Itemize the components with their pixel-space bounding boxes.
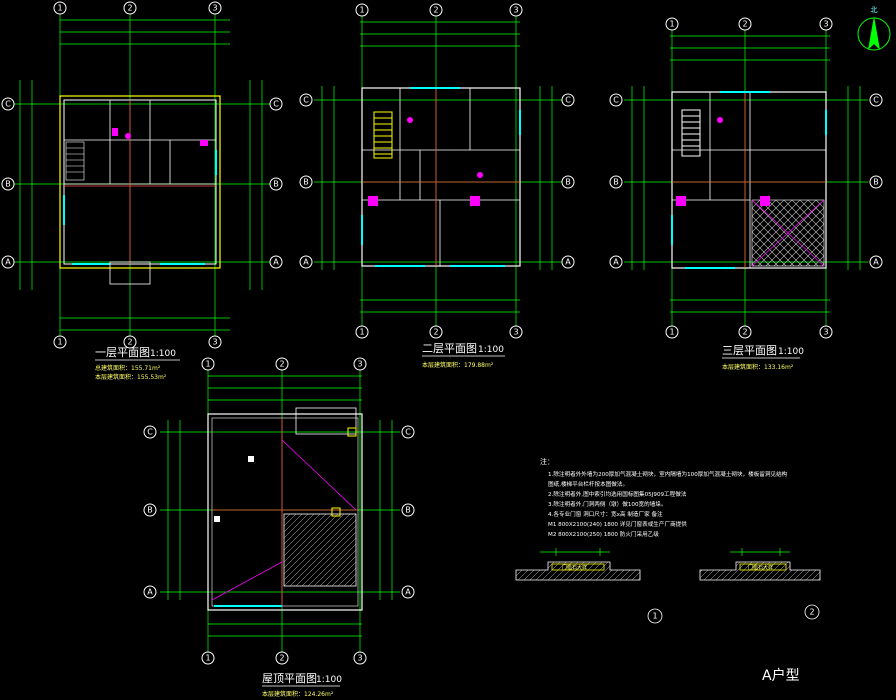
svg-text:C: C: [873, 96, 879, 105]
floor2-title: 二层平面图: [422, 342, 477, 355]
floor1-dimensions: [14, 14, 270, 336]
svg-text:3: 3: [513, 328, 518, 337]
svg-text:B: B: [5, 180, 11, 189]
detail2-text: 门槛石大样: [748, 564, 773, 571]
roof-area: 本层建筑面积：124.26m²: [262, 690, 334, 698]
svg-text:3: 3: [357, 654, 362, 663]
svg-text:B: B: [613, 178, 619, 187]
svg-text:C: C: [273, 100, 279, 109]
svg-text:1: 1: [57, 338, 62, 347]
floor3-area: 本层建筑面积：133.16m²: [722, 363, 794, 371]
general-notes: 注： 1.除注明者外外墙为200厚加气混凝土砌块，室内隔墙为100厚加气混凝土砌…: [540, 457, 788, 538]
north-arrow: 北: [857, 6, 891, 51]
svg-text:A: A: [613, 258, 619, 267]
roof-plan: C B A C B A 1 2 3 1 2 3 屋顶平面图 1:100 本层建筑…: [143, 357, 415, 698]
note-line: 1.除注明者外外墙为200厚加气混凝土砌块，室内隔墙为100厚加气混凝土砌块，楼…: [548, 470, 788, 478]
floor3-scale: 1:100: [778, 347, 804, 357]
detail-1: 门槛石大样 1: [515, 548, 663, 624]
svg-text:1: 1: [57, 4, 62, 13]
svg-text:C: C: [5, 100, 11, 109]
note-line: 3.除注明者外,门洞两侧（墩）做100宽的墙垛。: [548, 500, 666, 508]
note-line: 2.除注明者外,图中索引均选用国标图集05J909工程做法: [548, 490, 687, 498]
north-label: 北: [871, 6, 878, 14]
svg-text:2: 2: [279, 360, 284, 369]
svg-text:2: 2: [279, 654, 284, 663]
floor2-plan: C B A C B A 1 2 3 1 2 3 二层平面图 1:100 本层建筑…: [299, 3, 575, 369]
svg-text:A: A: [5, 258, 11, 267]
svg-text:1: 1: [669, 328, 674, 337]
note-line: M2 800X2100(250) 1800 防火门采用乙级: [548, 530, 659, 538]
svg-text:B: B: [565, 178, 571, 187]
detail1-label: 1: [652, 612, 657, 621]
svg-text:A: A: [303, 258, 309, 267]
svg-text:C: C: [405, 428, 411, 437]
svg-text:A: A: [273, 258, 279, 267]
svg-text:1: 1: [205, 654, 210, 663]
detail1-text: 门槛石大样: [562, 564, 587, 571]
unit-title: A户型: [762, 667, 800, 684]
notes-heading: 注：: [540, 457, 554, 466]
svg-text:B: B: [405, 506, 411, 515]
detail2-label: 2: [809, 608, 814, 617]
svg-text:3: 3: [212, 338, 217, 347]
note-line: 图纸,楼梯平台栏杆按本图做法。: [548, 480, 628, 488]
detail-2: 门槛石大样 2: [699, 548, 821, 620]
svg-text:2: 2: [127, 338, 132, 347]
svg-text:3: 3: [357, 360, 362, 369]
svg-text:2: 2: [433, 328, 438, 337]
svg-text:2: 2: [742, 20, 747, 29]
svg-text:1: 1: [359, 6, 364, 15]
svg-text:A: A: [405, 588, 411, 597]
floor3-plan: C B A C B A 1 2 3 1 2 3 三层平面图 1:100 本层建筑…: [609, 17, 883, 371]
floor1-grid-bubbles: C B A C B A 1 2 3 1 2 3: [1, 1, 283, 349]
floor2-scale: 1:100: [478, 345, 504, 355]
svg-text:3: 3: [823, 20, 828, 29]
svg-text:1: 1: [205, 360, 210, 369]
floor1-area-level: 本层建筑面积：155.53m²: [95, 373, 167, 381]
roof-scale: 1:100: [316, 675, 342, 685]
floor1-area-total: 总建筑面积：155.71m²: [95, 364, 161, 372]
svg-text:1: 1: [359, 328, 364, 337]
svg-text:2: 2: [127, 4, 132, 13]
svg-text:C: C: [613, 96, 619, 105]
svg-text:A: A: [147, 588, 153, 597]
svg-text:3: 3: [513, 6, 518, 15]
svg-text:C: C: [565, 96, 571, 105]
svg-text:B: B: [273, 180, 279, 189]
floor2-area: 本层建筑面积：179.88m²: [422, 361, 494, 369]
svg-text:B: B: [303, 178, 309, 187]
svg-text:3: 3: [212, 4, 217, 13]
floor3-title: 三层平面图: [722, 344, 777, 357]
note-line: M1 800X2100(240) 1800 详见门窗表或生产厂商提供: [548, 520, 687, 528]
svg-text:2: 2: [742, 328, 747, 337]
svg-text:1: 1: [669, 20, 674, 29]
svg-text:2: 2: [433, 6, 438, 15]
roof-title: 屋顶平面图: [262, 672, 317, 685]
floor1-plan: C B A C B A 1 2 3 1 2 3 一层平面图 1:100 总建筑面…: [1, 1, 283, 381]
floor1-title: 一层平面图: [95, 346, 150, 359]
svg-text:A: A: [873, 258, 879, 267]
svg-text:B: B: [147, 506, 153, 515]
svg-text:C: C: [147, 428, 153, 437]
svg-text:C: C: [303, 96, 309, 105]
svg-text:B: B: [873, 178, 879, 187]
svg-text:A: A: [565, 258, 571, 267]
svg-text:3: 3: [823, 328, 828, 337]
floor1-scale: 1:100: [150, 349, 176, 359]
note-line: 4.各专业门窗 洞口尺寸：宽x高 制造厂家 备注: [548, 510, 663, 518]
